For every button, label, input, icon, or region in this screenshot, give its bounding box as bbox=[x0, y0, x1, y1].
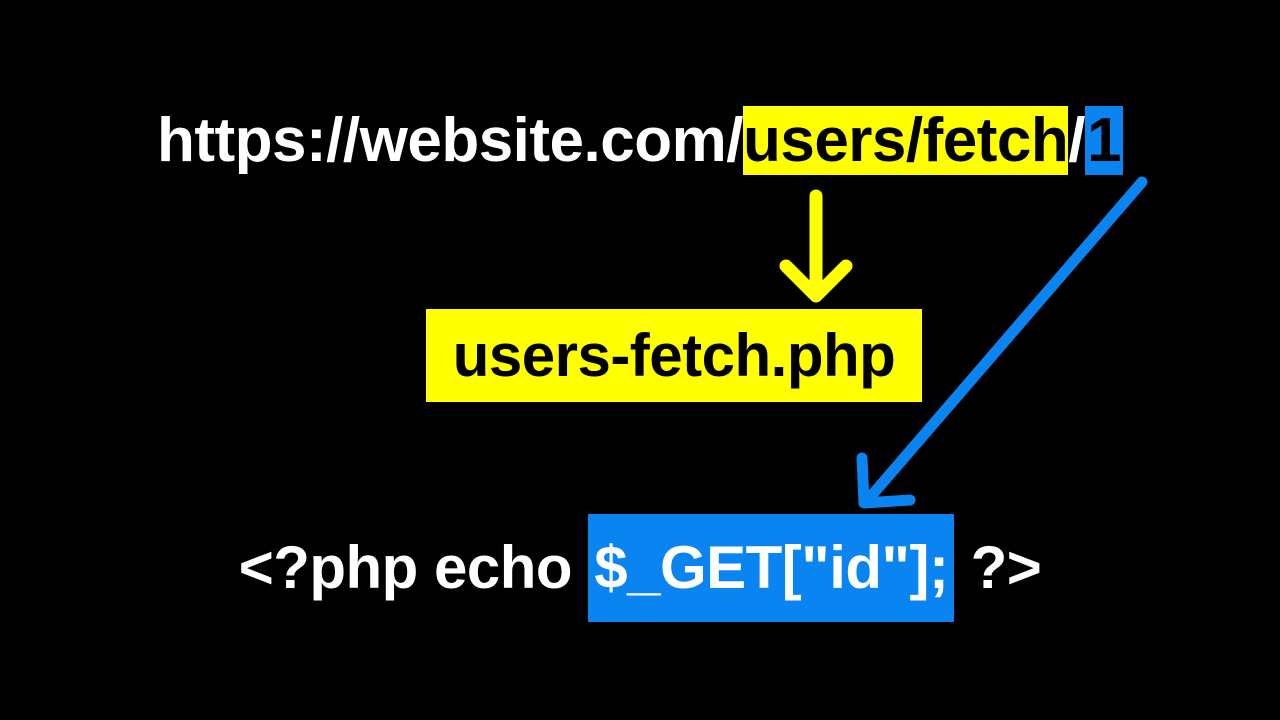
url-text: https://website.com/users/fetch/1 bbox=[0, 104, 1280, 178]
url-param-highlight: 1 bbox=[1085, 106, 1123, 175]
url-prefix: https://website.com/ bbox=[157, 106, 743, 175]
url-route-highlight: users/fetch bbox=[742, 106, 1069, 175]
yellow-down-arrow bbox=[779, 189, 853, 303]
php-code-line: <?php echo $_GET["id"]; ?> bbox=[0, 514, 1280, 622]
php-file-name: users-fetch.php bbox=[452, 322, 896, 389]
url-separator: / bbox=[1068, 106, 1086, 175]
code-before: <?php echo bbox=[238, 534, 589, 601]
code-after: ?> bbox=[954, 534, 1042, 601]
code-get-highlight: $_GET["id"]; bbox=[588, 514, 955, 622]
php-file-box: users-fetch.php bbox=[426, 309, 922, 402]
